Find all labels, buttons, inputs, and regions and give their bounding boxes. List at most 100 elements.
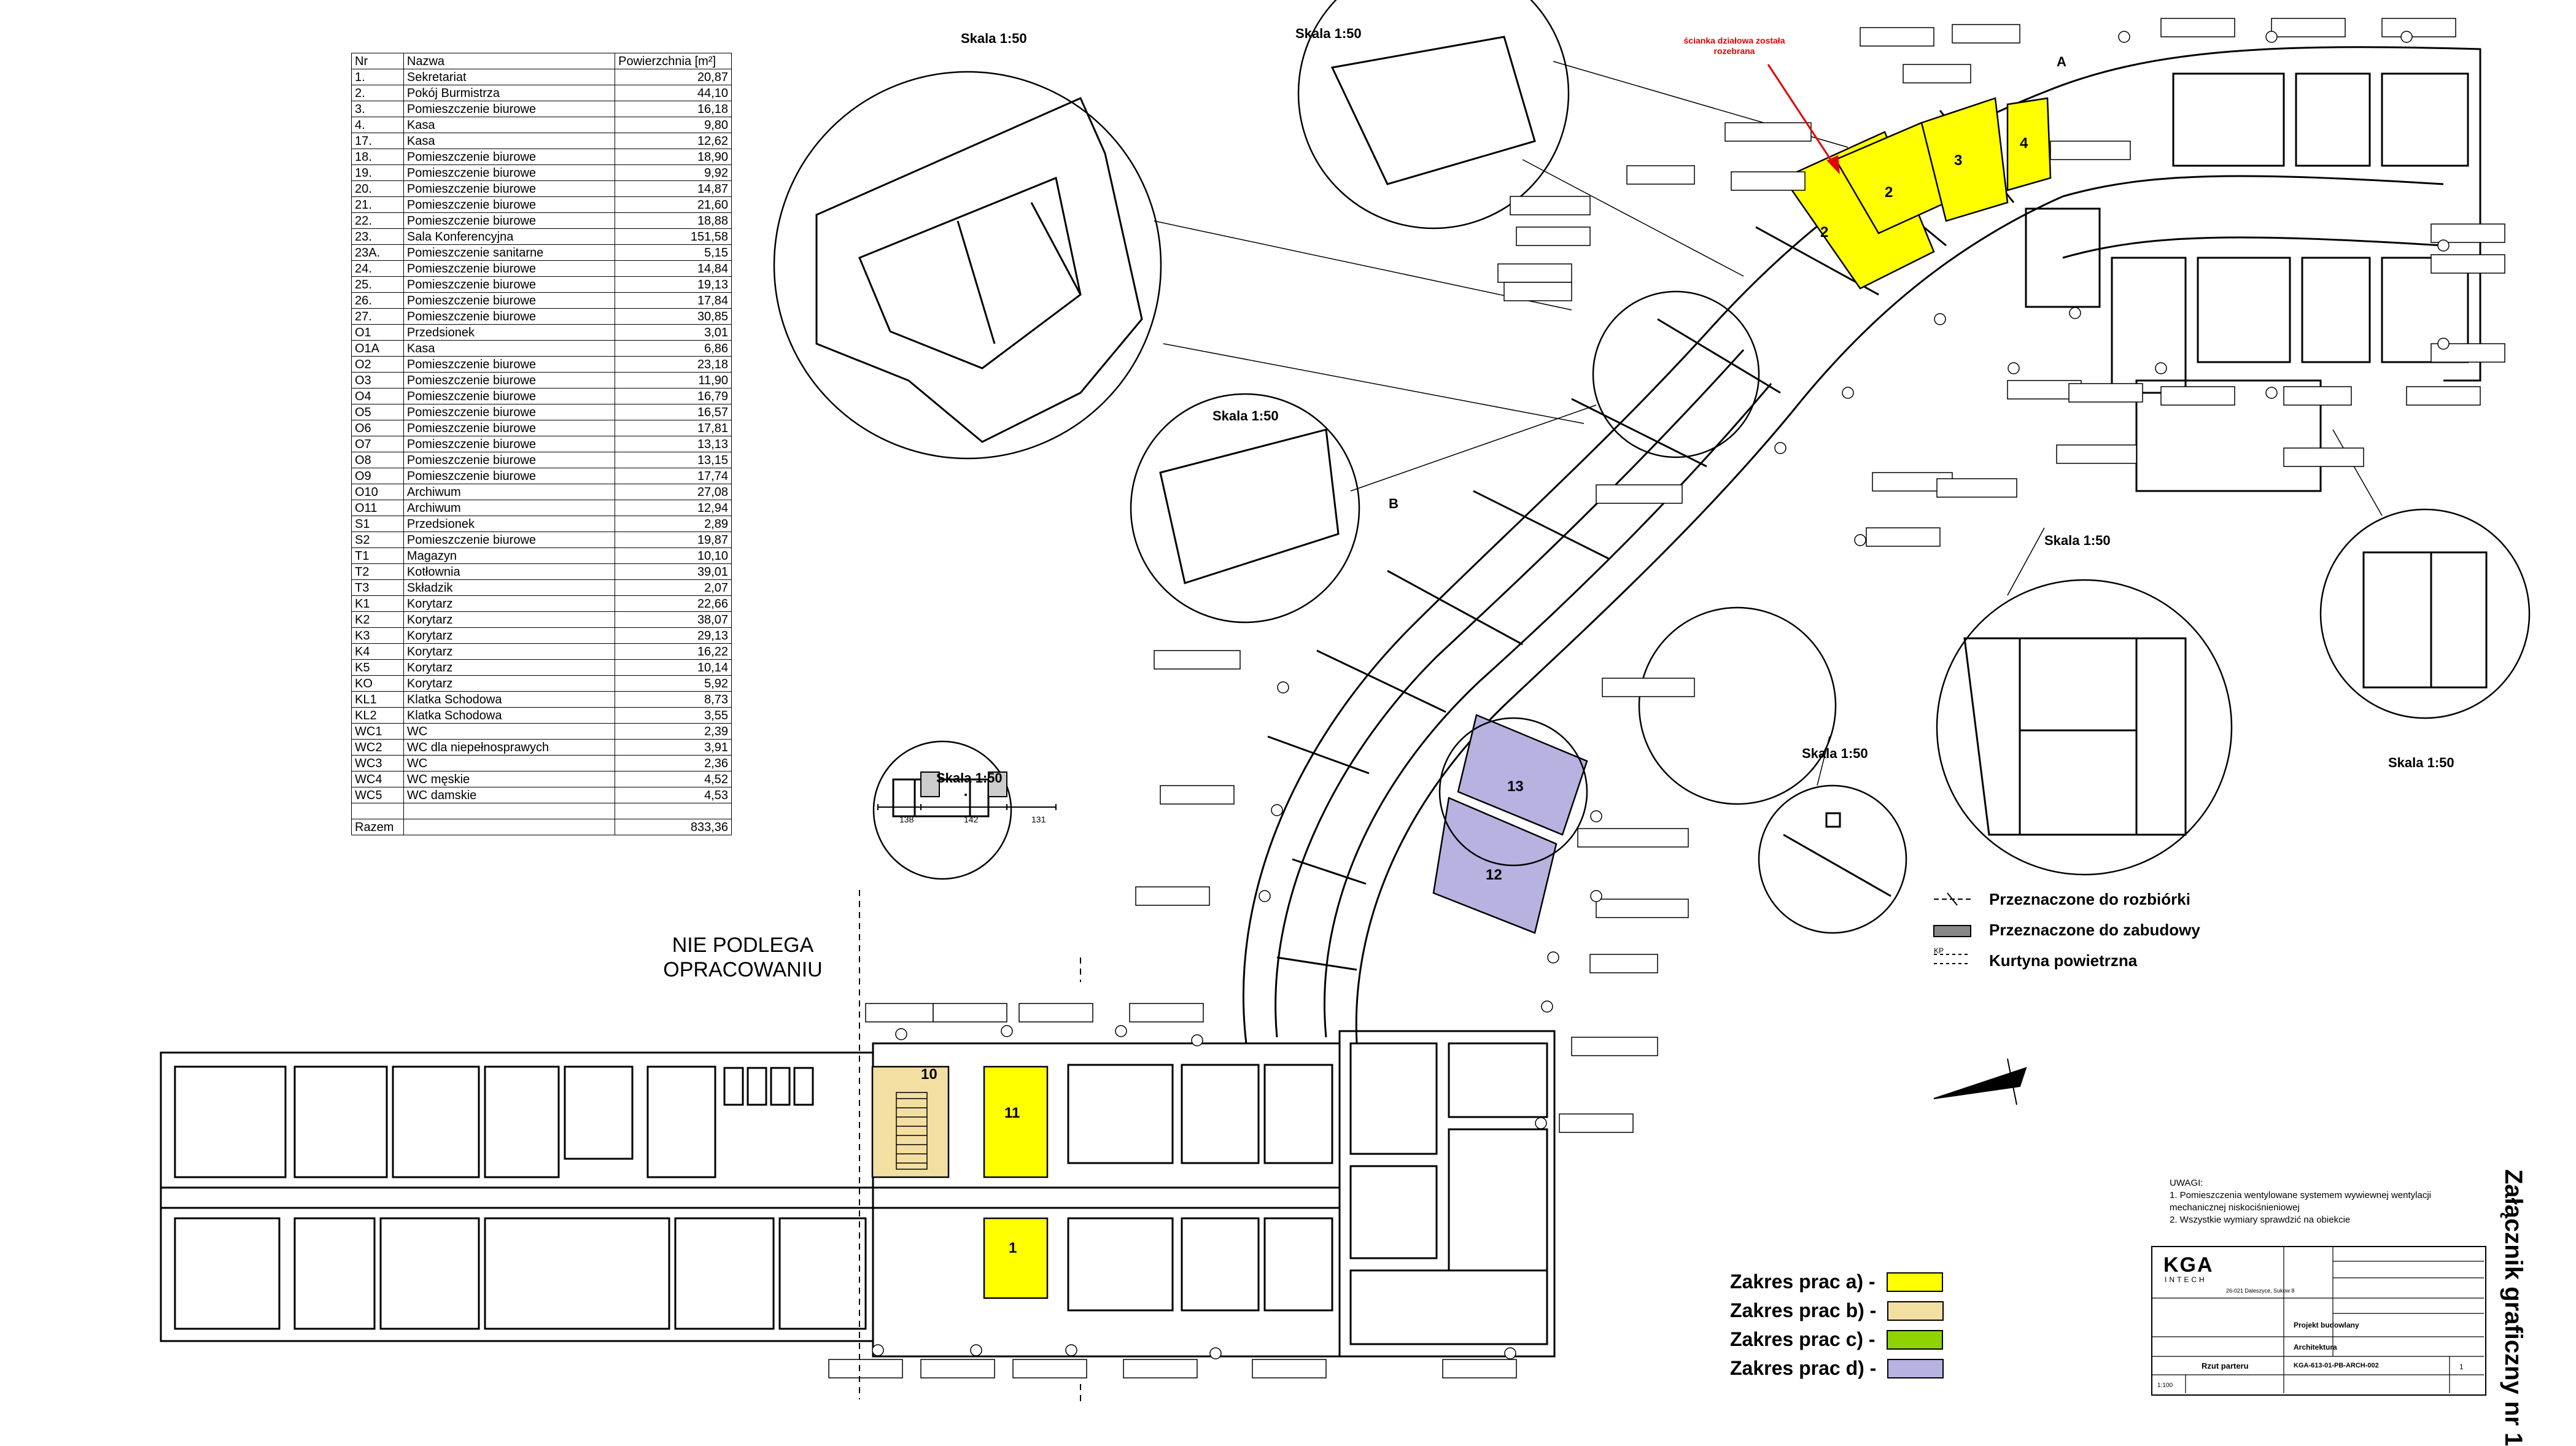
- detail-leader-lines: [1154, 61, 2383, 786]
- red-annotation: ścianka działowa została rozebrana: [1683, 36, 1785, 56]
- cell-area: 2,07: [615, 579, 732, 596]
- excluded-line-2: OPRACOWANIU: [663, 958, 823, 981]
- company-logo: KGA: [2163, 1253, 2214, 1277]
- legend-air-curtain: Kurtyna powietrzna: [1989, 951, 2138, 970]
- cell-nr: 2.: [351, 85, 404, 101]
- cell-nr: 24.: [351, 260, 404, 277]
- table-total-row: [351, 803, 732, 819]
- total-label: Razem: [351, 819, 404, 835]
- room-10-fill: [871, 1065, 950, 1178]
- cell-area: 29,13: [615, 627, 732, 644]
- cell-name: Pomieszczenie biurowe: [403, 388, 616, 404]
- cell-name: Pomieszczenie biurowe: [403, 196, 616, 213]
- cell-name: Pokój Burmistrza: [403, 85, 616, 101]
- attachment-title: Załącznik graficzny nr 1: [2500, 1169, 2527, 1446]
- cell-name: WC: [403, 723, 616, 740]
- cell-area: 18,90: [615, 149, 732, 165]
- company-address: 26-021 Daleszyce, Sukow 8: [2226, 1288, 2295, 1294]
- cell-nr: WC3: [351, 755, 404, 771]
- cell-area: 4,53: [615, 787, 732, 803]
- cell-nr: O4: [351, 388, 404, 404]
- cell-nr: 26.: [351, 292, 404, 309]
- room-12-fill: [1432, 797, 1558, 934]
- cell-name: Pomieszczenie biurowe: [403, 372, 616, 389]
- cell-name: Pomieszczenie biurowe: [403, 532, 616, 548]
- cell-nr: 4.: [351, 117, 404, 133]
- cell-area: 30,85: [615, 308, 732, 325]
- detail-circles: [773, 0, 2531, 934]
- scale-label-3: Skala 1:50: [1212, 408, 1279, 423]
- curved-wing-inner: [1355, 195, 2063, 1044]
- cell-nr: 27.: [351, 308, 404, 325]
- room-markers: [872, 31, 2450, 1359]
- detail-circle-1: [773, 71, 1162, 460]
- cell-nr: KL2: [351, 707, 404, 724]
- scale-label-5: Skala 1:50: [1802, 746, 1868, 761]
- cell-area: 2,36: [615, 755, 732, 771]
- table-total-row: Razem 833,36: [351, 819, 732, 835]
- cell-name: Pomieszczenie biurowe: [403, 276, 616, 293]
- cell-name: Pomieszczenie biurowe: [403, 308, 616, 325]
- cell-area: 9,80: [615, 117, 732, 133]
- project-type: Projekt budowlany: [2294, 1321, 2359, 1329]
- cell-area: 14,84: [615, 260, 732, 277]
- cell-nr: O6: [351, 420, 404, 436]
- title-block: KGA INTECH 26-021 Daleszyce, Sukow 8 Pro…: [2151, 1246, 2486, 1396]
- header-name: Nazwa: [403, 53, 616, 69]
- highlighted-rooms: [871, 97, 2052, 1299]
- cell-nr: 3.: [351, 101, 404, 117]
- kp-mark: KP: [1934, 946, 1944, 955]
- header-area: Powierzchnia [m²]: [615, 53, 732, 69]
- cell-name: Pomieszczenie biurowe: [403, 180, 616, 197]
- branch: Architektura: [2294, 1343, 2337, 1351]
- cell-nr: K3: [351, 627, 404, 644]
- cell-nr: K5: [351, 659, 404, 676]
- detail-circle-3: [1130, 393, 1360, 624]
- cell-area: 13,13: [615, 436, 732, 452]
- cell-name: Pomieszczenie biurowe: [403, 420, 616, 436]
- cell-area: 17,81: [615, 420, 732, 436]
- cell-nr: KL1: [351, 691, 404, 708]
- cell-nr: 25.: [351, 276, 404, 293]
- cell-nr: WC1: [351, 723, 404, 740]
- cell-name: Korytarz: [403, 611, 616, 628]
- room-number-13: 13: [1507, 778, 1524, 795]
- cell-nr: 20.: [351, 180, 404, 197]
- scope-b: Zakres prac b) -: [1730, 1299, 1944, 1322]
- cell-area: 6,86: [615, 340, 732, 357]
- notes-line-2: 2. Wszystkie wymiary sprawdzić na obiekc…: [2170, 1215, 2351, 1225]
- cell-name: Korytarz: [403, 627, 616, 644]
- scale-label-2: Skala 1:50: [1295, 26, 1362, 41]
- cell-area: 27,08: [615, 484, 732, 500]
- cell-nr: 23.: [351, 228, 404, 245]
- room-number-10: 10: [921, 1066, 937, 1083]
- cell-area: 16,18: [615, 101, 732, 117]
- notes-heading: UWAGI:: [2170, 1178, 2203, 1188]
- scope-c: Zakres prac c) -: [1730, 1328, 1943, 1351]
- scope-b-swatch: [1887, 1301, 1944, 1321]
- cell-name: WC męskie: [403, 771, 616, 787]
- room-info-tags: [828, 18, 2505, 1378]
- detail-circle-2: [1297, 0, 1570, 230]
- cell-area: 44,10: [615, 85, 732, 101]
- cell-name: Pomieszczenie biurowe: [403, 149, 616, 165]
- cell-area: 21,60: [615, 196, 732, 213]
